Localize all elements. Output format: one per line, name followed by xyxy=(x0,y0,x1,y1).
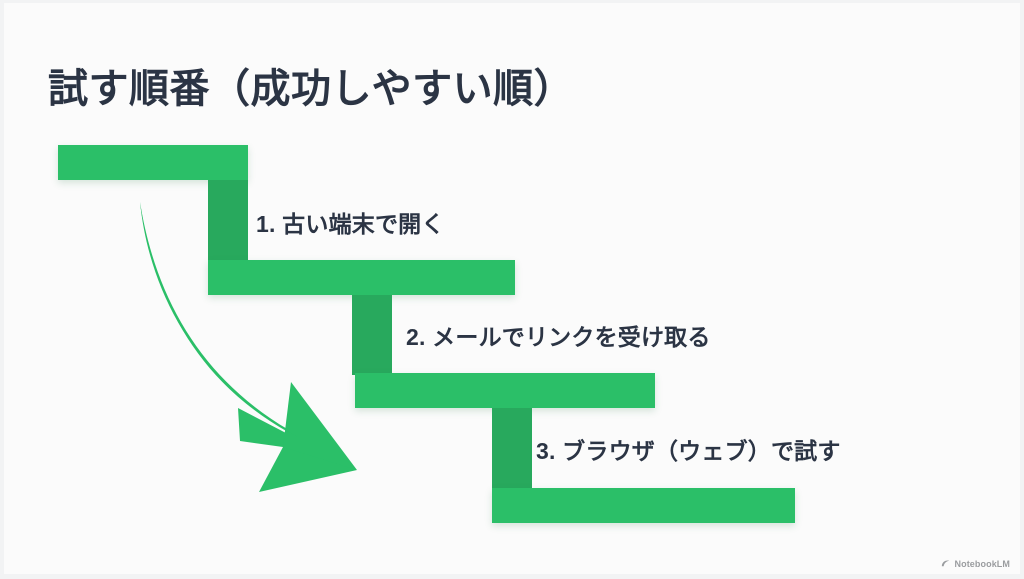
stair-tread-3 xyxy=(355,373,655,408)
stair-riser-2 xyxy=(352,295,392,375)
slide-title: 試す順番（成功しやすい順） xyxy=(48,67,575,111)
notebooklm-watermark-label: NotebookLM xyxy=(954,558,1010,569)
notebooklm-watermark: NotebookLM xyxy=(940,558,1011,569)
step-label-1: 1. 古い端末で開く xyxy=(256,211,445,237)
notebooklm-icon xyxy=(941,560,949,567)
step-label-2: 2. メールでリンクを受け取る xyxy=(406,324,711,350)
stair-tread-1 xyxy=(58,145,248,180)
stair-riser-1 xyxy=(208,180,248,262)
stair-tread-4 xyxy=(492,488,795,523)
step-label-3: 3. ブラウザ（ウェブ）で試す xyxy=(536,438,841,464)
stair-tread-2 xyxy=(208,260,515,295)
stair-riser-3 xyxy=(492,408,532,490)
